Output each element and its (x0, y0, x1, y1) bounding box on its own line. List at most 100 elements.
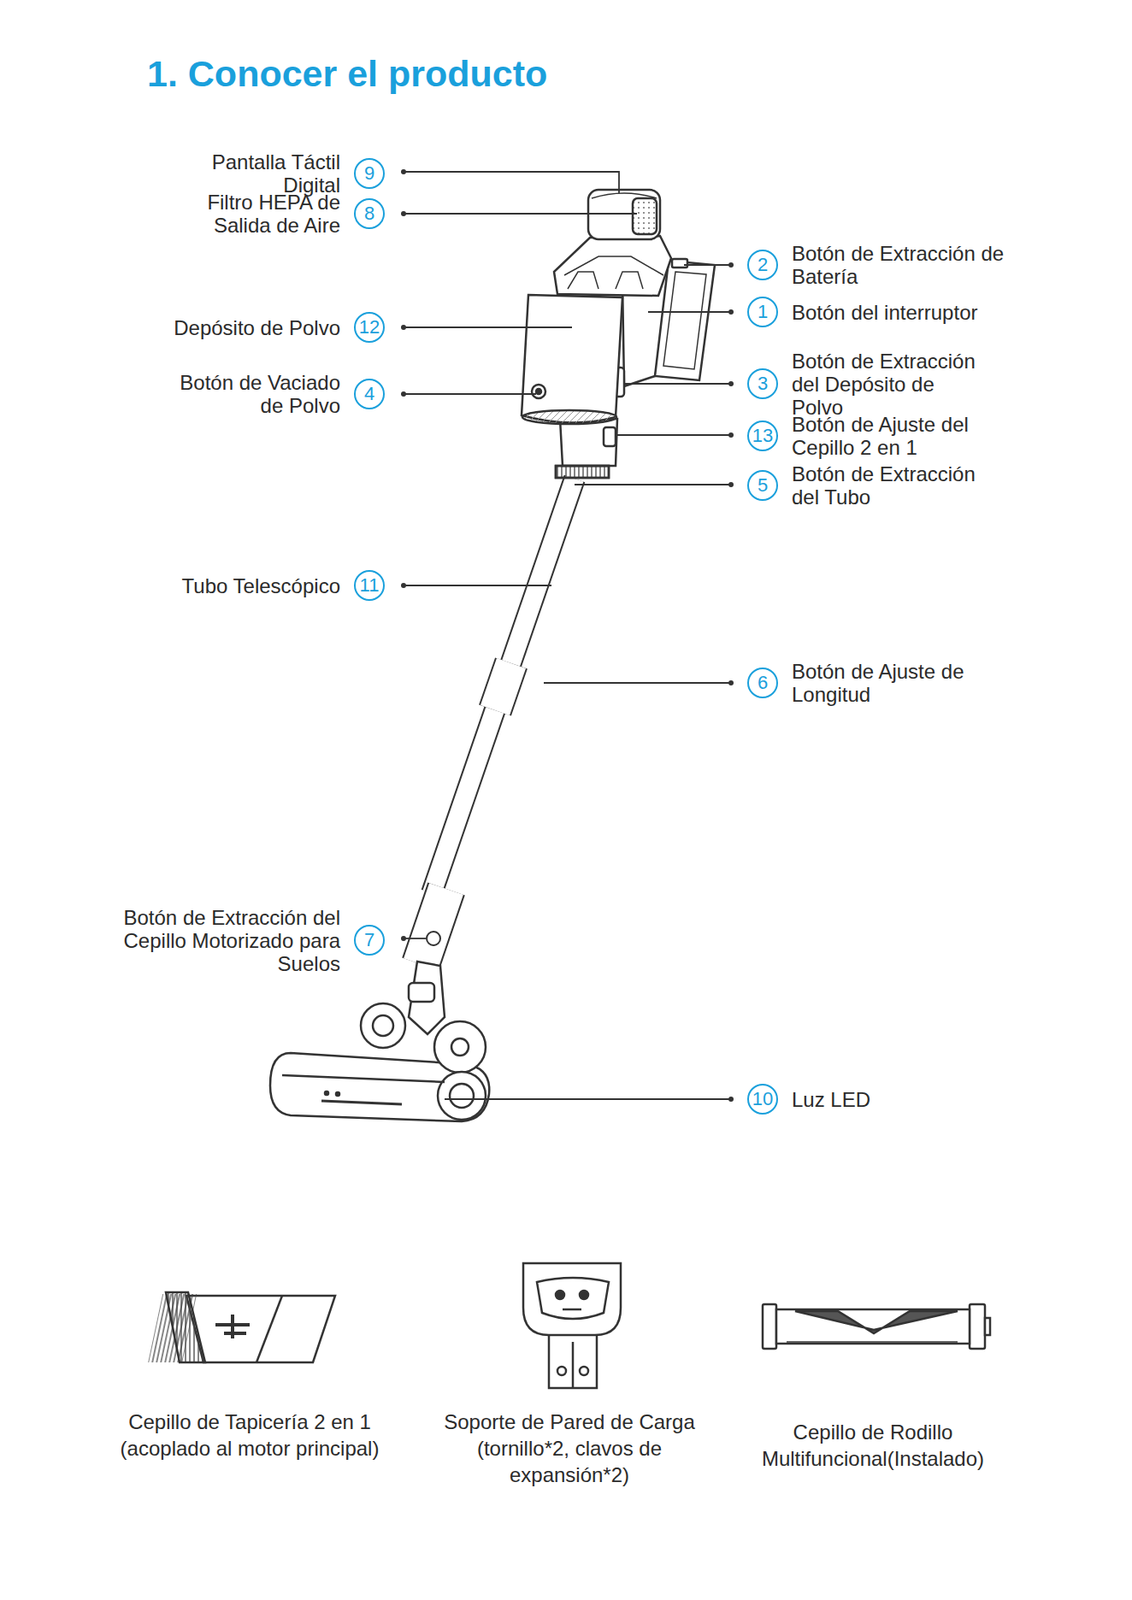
charging-wall-mount (523, 1263, 621, 1336)
motorized-floor-brush (282, 1075, 445, 1083)
main-unit (560, 418, 618, 466)
leader-line (444, 1098, 732, 1101)
telescopic-tube (420, 889, 447, 965)
leader-line (615, 434, 732, 437)
part-name: Botón de Extracción del Depósito de Polv… (791, 349, 985, 419)
upholstery-brush (215, 1314, 250, 1339)
part-name: Filtro HEPA de Salida de Aire (182, 190, 341, 237)
leader-dot (400, 169, 734, 1103)
leader-dot (400, 169, 407, 175)
motorized-floor-brush (408, 983, 435, 1003)
part-name: Botón de Ajuste del Cepillo 2 en 1 (791, 412, 1010, 460)
motorized-floor-brush (360, 1003, 406, 1049)
charging-wall-mount (523, 1263, 621, 1389)
leader-dot (400, 391, 407, 397)
motorized-floor-brush (434, 1021, 486, 1074)
roller-brush (786, 1341, 958, 1344)
telescopic-tube (431, 478, 575, 894)
leader-line (403, 937, 426, 940)
callout: 6Botón de Ajuste de Longitud (747, 660, 967, 707)
telescopic-tube (495, 663, 512, 711)
charging-wall-mount (571, 1342, 575, 1389)
callout: Depósito de Polvo 12 (173, 312, 385, 343)
leader-dot (728, 309, 734, 315)
upholstery-brush (165, 1292, 206, 1363)
main-unit (603, 427, 616, 447)
callout-number: 12 (353, 312, 385, 343)
main-unit (521, 294, 623, 424)
telescopic-tube (431, 478, 575, 894)
callout-number: 1 (747, 296, 779, 328)
charging-wall-mount (579, 1367, 589, 1376)
telescopic-tube (420, 889, 447, 965)
leader-dot (400, 211, 407, 217)
leader-dot (728, 680, 734, 686)
motorized-floor-brush (321, 1101, 402, 1105)
charging-wall-mount (536, 1278, 609, 1320)
leader-line (403, 171, 620, 194)
callout: 1 Botón del interruptor (747, 296, 978, 328)
callout: Botón de Vaciado de Polvo4 (156, 371, 385, 418)
callout-number: 11 (353, 570, 385, 602)
charging-wall-mount (579, 1291, 589, 1300)
motorized-floor-brush (336, 1092, 340, 1097)
main-unit (663, 271, 707, 370)
callout: 5Botón de Extracción del Tubo (747, 462, 1006, 509)
leader-line (403, 212, 637, 215)
leader-line (648, 311, 732, 313)
callout-number: 6 (747, 667, 779, 699)
callout: Filtro HEPA de Salida de Aire8 (182, 190, 385, 237)
roller-brush (762, 1304, 991, 1350)
callout-number: 9 (353, 158, 385, 189)
part-name: Luz LED (791, 1088, 871, 1112)
leader-line (403, 584, 552, 587)
accessory-caption: Cepillo de Tapicería 2 en 1 (acoplado al… (108, 1409, 391, 1463)
motorized-floor-brush (408, 961, 445, 1035)
leader-dot (728, 432, 734, 438)
roller-brush (795, 1311, 958, 1334)
callout: 10 Luz LED (747, 1084, 871, 1115)
leader-dot (728, 1096, 734, 1103)
leader-dot (400, 324, 407, 331)
leader-line (403, 393, 537, 396)
callout-number: 3 (747, 368, 779, 400)
roller-brush (969, 1304, 985, 1350)
motorized-floor-brush (324, 1091, 329, 1096)
main-unit (522, 410, 617, 425)
motorized-floor-brush (451, 1038, 469, 1056)
page-title: 1. Conocer el producto (147, 53, 548, 95)
callout-number: 4 (353, 378, 385, 410)
leader-line (403, 171, 732, 1100)
part-name: Pantalla Táctil Digital (190, 150, 341, 197)
main-unit (591, 193, 657, 199)
main-unit (531, 384, 546, 399)
roller-brush (776, 1309, 970, 1345)
charging-wall-mount (555, 1291, 565, 1300)
roller-brush (984, 1318, 991, 1336)
main-unit (555, 465, 609, 478)
accessory-caption: Soporte de Pared de Carga (tornillo*2, c… (428, 1409, 711, 1489)
main-unit (554, 235, 672, 296)
leader-line (683, 264, 732, 266)
charging-wall-mount (548, 1332, 597, 1389)
upholstery-brush (186, 1296, 336, 1363)
callout: 13Botón de Ajuste del Cepillo 2 en 1 (747, 412, 1010, 460)
callout-number: 5 (747, 470, 779, 502)
leader-dot (728, 262, 734, 268)
accessory-caption: Cepillo de Rodillo Multifuncional(Instal… (731, 1419, 1015, 1473)
part-name: Depósito de Polvo (173, 316, 341, 340)
telescopic-tube (495, 663, 512, 711)
callout: Pantalla Táctil Digital 9 (190, 150, 385, 197)
main-unit (632, 198, 657, 235)
leader-line (624, 383, 732, 385)
leader-line (574, 483, 732, 486)
main-unit (615, 271, 643, 289)
motorized-floor-brush (449, 1084, 474, 1109)
callout-number: 10 (747, 1084, 779, 1115)
main-unit (536, 389, 542, 395)
charging-wall-mount (562, 1308, 582, 1312)
part-name: Botón del interruptor (791, 300, 978, 325)
motorized-floor-brush (270, 961, 490, 1122)
upholstery-brush (256, 1296, 283, 1363)
